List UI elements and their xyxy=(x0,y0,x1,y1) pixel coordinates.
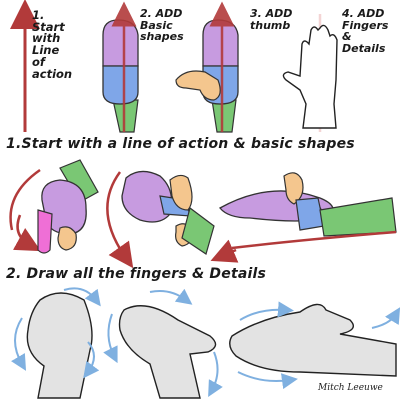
bottom-hand-2 xyxy=(103,288,223,399)
step4-fingers-details xyxy=(282,14,338,132)
middle-hand-2 xyxy=(106,170,215,269)
step3-add-thumb xyxy=(175,1,239,133)
section2-title: 2. Draw all the fingers & Details xyxy=(6,266,267,282)
section1-title: 1.Start with a line of action & basic sh… xyxy=(6,136,355,152)
bottom-hand-1 xyxy=(11,287,101,399)
step3-label: 3. ADD thumb xyxy=(250,7,293,32)
step2-basic-shapes xyxy=(102,1,139,133)
step4-label: 4. ADD Fingers & Details xyxy=(342,7,389,55)
step2-label: 2. ADD Basic shapes xyxy=(140,7,184,44)
bottom-hand-3 xyxy=(229,301,400,390)
middle-hand-3 xyxy=(210,172,397,263)
artist-signature: Mitch Leeuwe xyxy=(318,383,383,393)
step1-label: 1. Start with Line of action xyxy=(32,8,73,81)
middle-hand-1 xyxy=(9,159,99,254)
